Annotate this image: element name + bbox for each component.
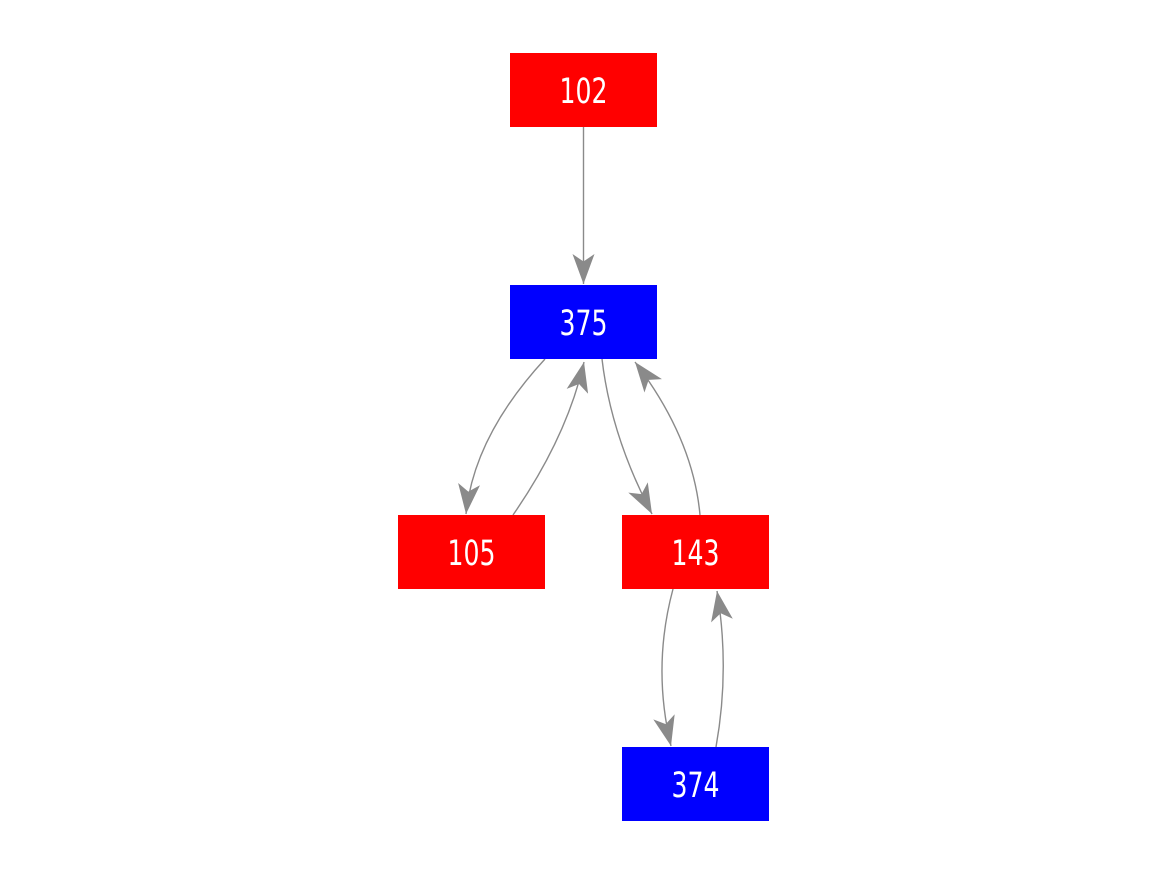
edge-143-to-374 [653,588,675,747]
node-102-box [510,53,657,127]
node-143-box [622,515,769,589]
edge-375-to-143 [601,358,653,515]
edge-105-to-375 [512,361,589,516]
node-374-box [622,747,769,821]
node-105-label: 105 [448,534,496,574]
node-102-label: 102 [560,72,608,112]
node-375: 375 [510,285,657,359]
node-105: 105 [398,515,545,589]
node-143: 143 [622,515,769,589]
edge-143-to-375 [634,361,701,516]
node-375-label: 375 [560,304,608,344]
edge-374-to-143 [711,590,733,748]
node-374: 374 [622,747,769,821]
node-375-box [510,285,657,359]
node-374-label: 374 [672,766,720,806]
edge-375-to-105 [458,358,546,515]
node-105-box [398,515,545,589]
node-143-label: 143 [672,534,720,574]
node-102: 102 [510,53,657,127]
